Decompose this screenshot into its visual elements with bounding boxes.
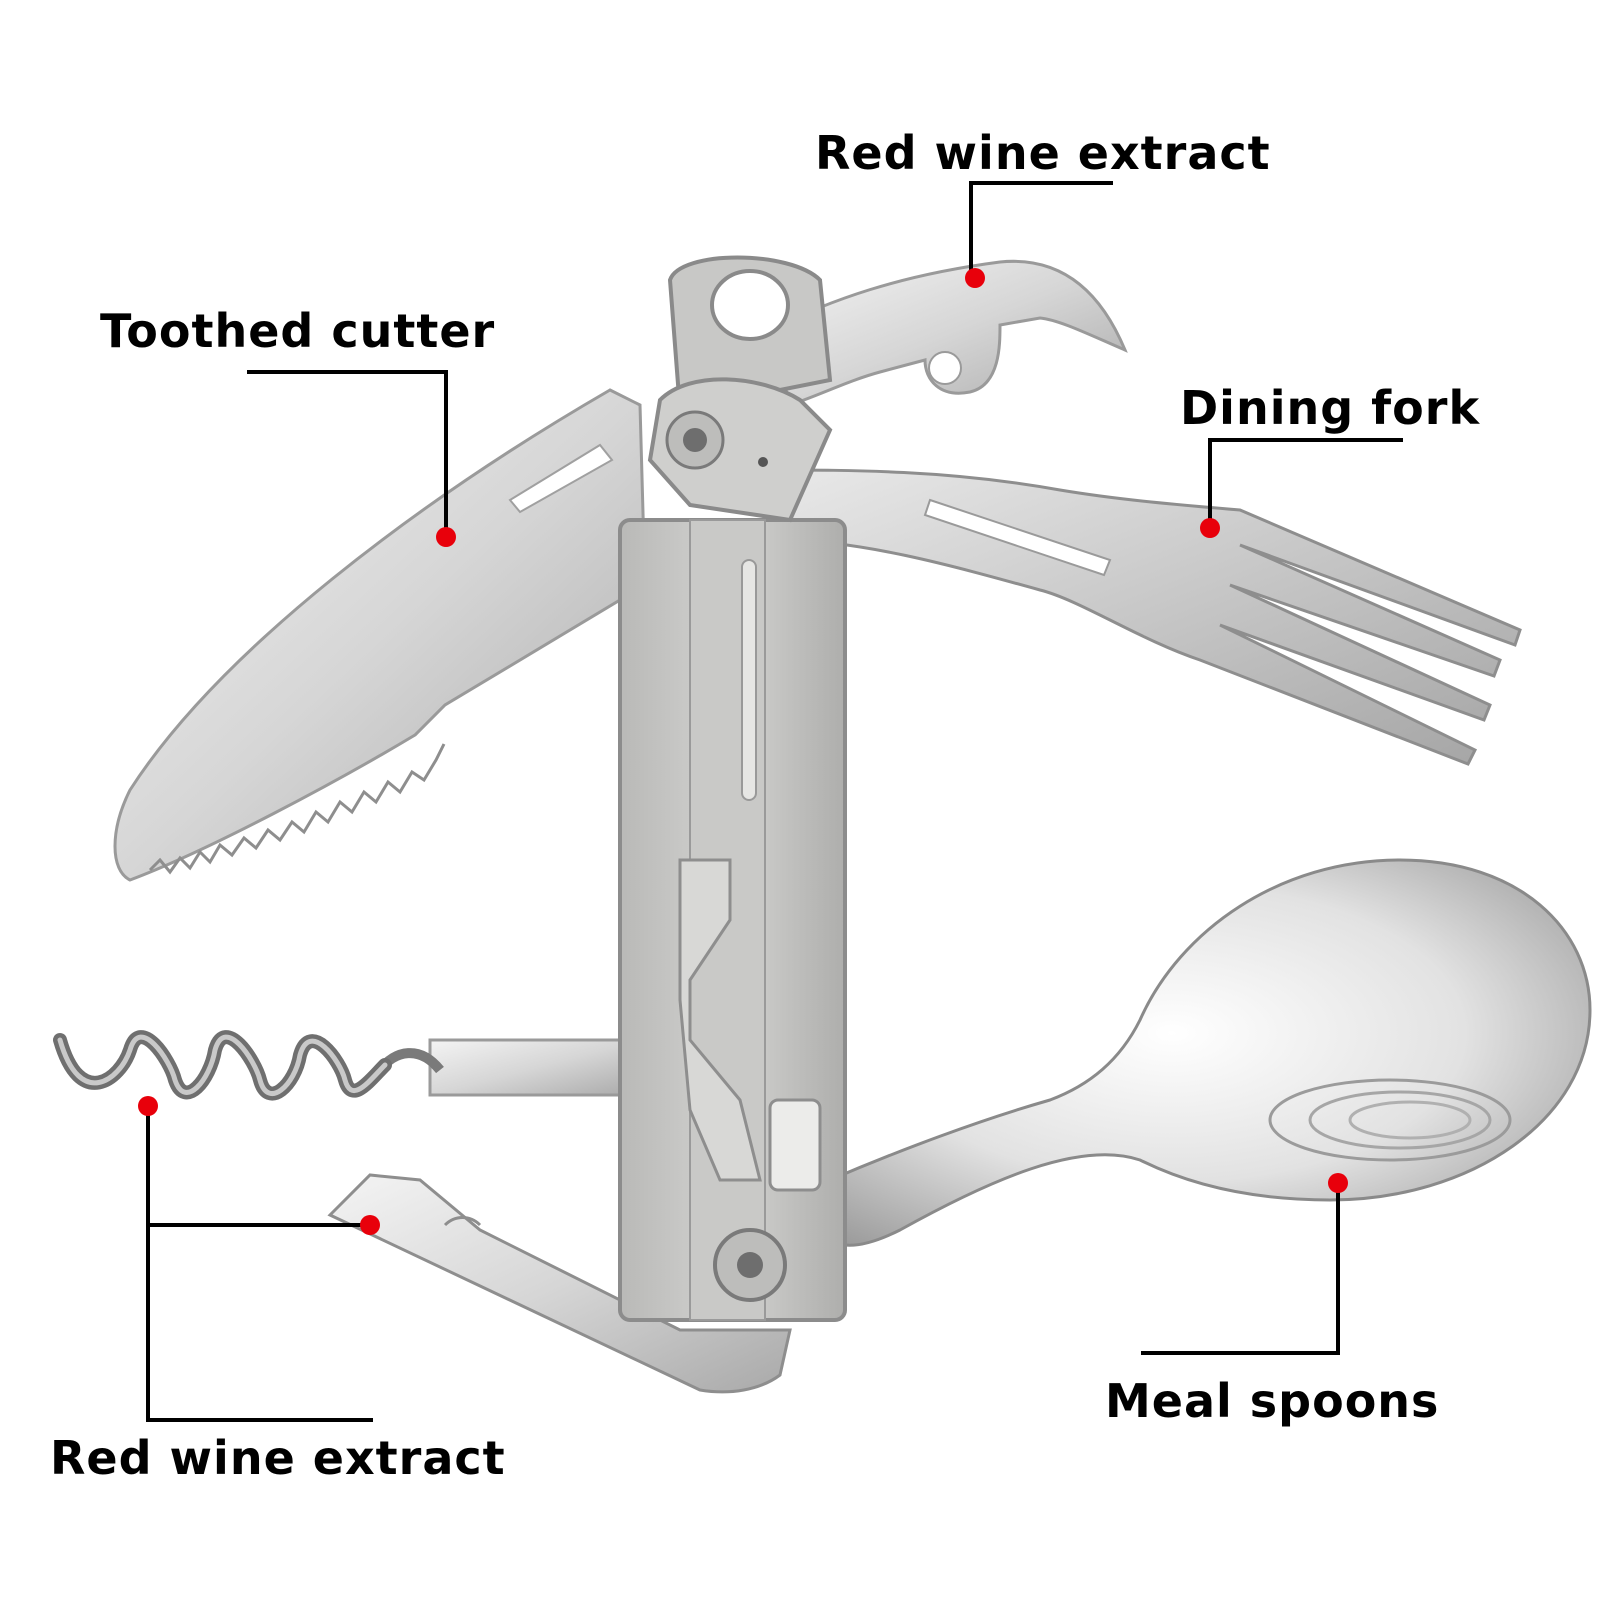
label-bottle-opener-top: Red wine extract (815, 126, 1271, 180)
leader-line-dining-fork (1208, 438, 1403, 528)
lower-opener-lever (327, 1173, 792, 1394)
marker-dot-lower-opener (360, 1215, 380, 1235)
leader-line-bottle-opener-top (969, 181, 1113, 278)
leader-line-corkscrew (146, 1106, 373, 1422)
leader-line-meal-spoon (1141, 1183, 1340, 1355)
leader-lines (146, 181, 1403, 1422)
toothed-cutter-blade (113, 388, 647, 882)
marker-dot-corkscrew (138, 1096, 158, 1116)
meal-spoon (828, 858, 1592, 1247)
label-dining-fork: Dining fork (1180, 381, 1481, 435)
marker-dot-bottle-opener-top (965, 268, 985, 288)
leader-line-toothed-cutter (247, 370, 448, 537)
label-corkscrew: Red wine extract (50, 1431, 506, 1485)
marker-dot-meal-spoon (1328, 1173, 1348, 1193)
tool-handle (618, 255, 847, 1322)
dining-fork (768, 468, 1522, 766)
marker-dots (138, 268, 1348, 1235)
bottle-opener-top (768, 259, 1128, 407)
label-toothed-cutter: Toothed cutter (100, 304, 496, 358)
corkscrew (53, 1030, 642, 1101)
marker-dot-dining-fork (1200, 518, 1220, 538)
marker-dot-toothed-cutter (436, 527, 456, 547)
label-meal-spoon: Meal spoons (1105, 1374, 1440, 1428)
